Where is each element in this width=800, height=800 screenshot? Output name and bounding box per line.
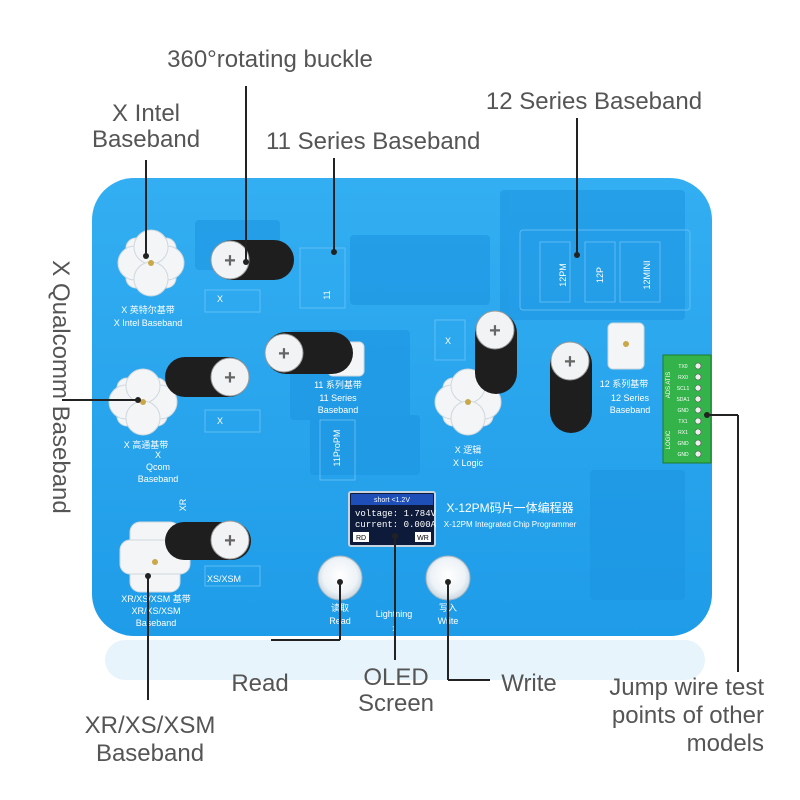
- oled-current: current: 0.000A: [355, 520, 437, 530]
- callout-rotating-buckle: 360°rotating buckle: [167, 46, 373, 73]
- callout-dots: [135, 249, 710, 585]
- pin-7: GND: [677, 441, 689, 447]
- s11-cn: 11 系列基带: [314, 379, 362, 390]
- board-reflection: [105, 640, 705, 680]
- callout-read: Read: [231, 670, 289, 697]
- callout-jump-line2: points of other: [611, 702, 764, 729]
- callout-series12: 12 Series Baseband: [485, 88, 703, 115]
- slot-11-label: 11: [322, 290, 332, 299]
- xlogic-en: X Logic: [453, 458, 484, 468]
- pin-0: TX0: [678, 364, 687, 370]
- callout-x-qualcomm: X Qualcomm Baseband: [47, 260, 74, 514]
- s12-en1: 12 Series: [611, 393, 650, 403]
- jump-wire-connector: TX0 RX0 SCL1 SDA1 GND TX1 RX1 GND GND AD…: [662, 354, 712, 464]
- callout-series11: 11 Series Baseband: [266, 128, 481, 155]
- callout-x-intel-line1: X Intel: [111, 100, 181, 127]
- callout-write: Write: [501, 670, 557, 697]
- svg-text:+: +: [278, 343, 290, 365]
- pin-6: RX1: [678, 430, 688, 436]
- pin-1: RX0: [678, 375, 688, 381]
- callout-xr-line1: XR/XS/XSM: [84, 712, 216, 739]
- slot-xr-label: XR: [178, 498, 188, 511]
- callout-jump-line3: models: [686, 730, 764, 757]
- slot-x-logic-label: X: [445, 336, 451, 346]
- connector-logic: LOGIC: [666, 430, 672, 449]
- pin-8: GND: [677, 452, 689, 458]
- slot-x-label: X: [217, 294, 223, 304]
- x-qcom-en1: X: [155, 450, 161, 460]
- slot-12mini-label: 12MINI: [642, 260, 652, 289]
- svg-text:+: +: [489, 320, 501, 342]
- oled-wr: WR: [417, 535, 429, 542]
- slot-12pm-label: 12PM: [558, 263, 568, 287]
- s12-cn: 12 系列基带: [600, 378, 649, 389]
- callout-xr-line2: Baseband: [95, 740, 205, 767]
- callout-oled-line1: OLED: [363, 664, 429, 691]
- x-intel-en: X Intel Baseband: [114, 318, 183, 328]
- xr-en1: XR/XS/XSM: [131, 606, 180, 616]
- oled-screen: short <1.2V voltage: 1.784V current: 0.0…: [348, 491, 437, 547]
- rotating-buckles[interactable]: + + + + + +: [165, 240, 592, 560]
- oled-voltage: voltage: 1.784V: [355, 509, 437, 519]
- pin-2: SCL1: [677, 386, 690, 392]
- callout-x-intel-line2: Baseband: [91, 126, 201, 153]
- board-outlines: [204, 229, 691, 587]
- slot-x2-label: X: [217, 416, 223, 426]
- x-qcom-en2: Qcom: [146, 462, 170, 472]
- callout-jump-line1: Jump wire test: [609, 674, 764, 701]
- s11-en1: 11 Series: [319, 393, 357, 403]
- slot-xsxsm-label: XS/XSM: [207, 574, 241, 584]
- svg-text:+: +: [224, 367, 236, 389]
- programmer-en: X-12PM Integrated Chip Programmer: [444, 520, 577, 529]
- xr-cn: XR/XS/XSM 基带: [121, 593, 191, 604]
- x-qcom-en3: Baseband: [138, 474, 179, 484]
- slot-11propm-label: 11ProPM: [332, 430, 342, 467]
- oled-rd: RD: [356, 535, 366, 542]
- slot-12p-label: 12P: [595, 267, 605, 283]
- x-intel-cn: X 英特尔基带: [121, 304, 175, 315]
- svg-text:+: +: [224, 530, 236, 552]
- programmer-cn: X-12PM码片一体编程器: [446, 500, 573, 515]
- s11-en2: Baseband: [318, 405, 359, 415]
- pin-4: GND: [677, 408, 689, 414]
- xlogic-cn: X 逻辑: [455, 444, 482, 455]
- s12-en2: Baseband: [610, 405, 651, 415]
- svg-text:+: +: [224, 250, 236, 272]
- oled-header: short <1.2V: [374, 497, 410, 504]
- pin-5: TX1: [678, 419, 687, 425]
- pin-3: SDA1: [676, 397, 689, 403]
- xr-en2: Baseband: [136, 618, 177, 628]
- callout-oled-line2: Screen: [357, 690, 435, 717]
- callout-leaders: [62, 86, 739, 700]
- connector-side-label: ADS ATIS: [666, 372, 672, 399]
- x-qcom-cn: X 高通基带: [124, 439, 169, 450]
- svg-text:+: +: [564, 351, 576, 373]
